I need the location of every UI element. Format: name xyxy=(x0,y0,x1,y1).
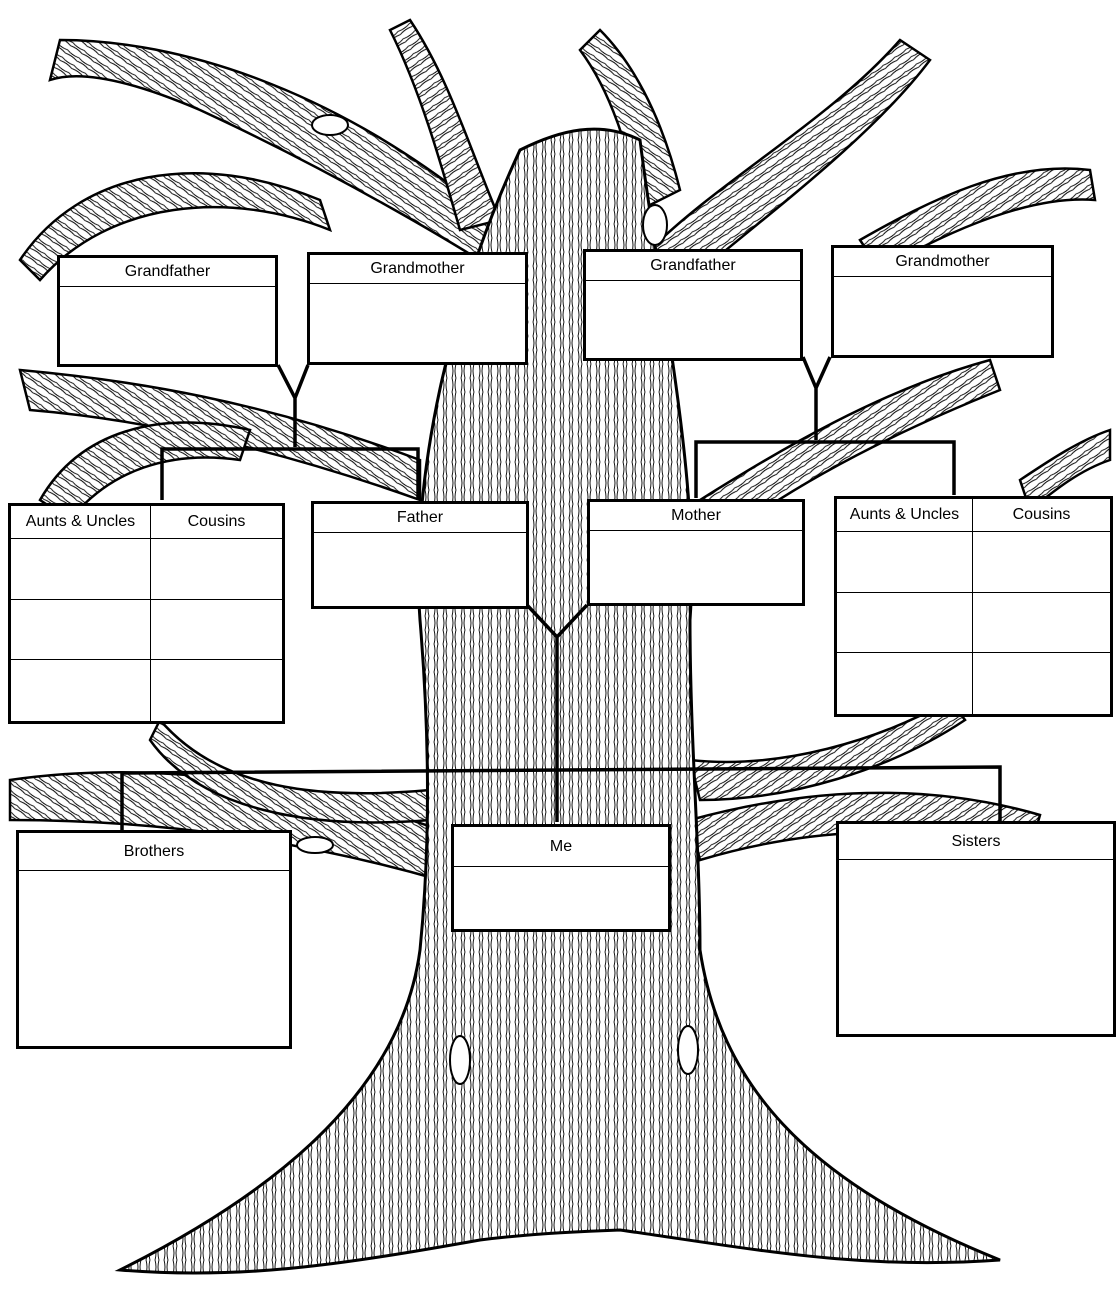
paternal-cousins-cell[interactable] xyxy=(151,660,282,721)
mother-label: Mother xyxy=(590,502,802,531)
mother-box[interactable]: Mother xyxy=(587,499,805,606)
maternal-aunts-uncles-cell[interactable] xyxy=(837,532,973,593)
paternal-grandmother-box[interactable]: Grandmother xyxy=(307,252,528,365)
maternal-aunts-uncles-cell[interactable] xyxy=(837,653,973,714)
trunk-knot xyxy=(643,205,667,245)
maternal-grandmother-label: Grandmother xyxy=(834,248,1051,277)
father-entry[interactable] xyxy=(314,533,526,606)
branch-knot xyxy=(297,837,333,853)
paternal-grandfather-entry[interactable] xyxy=(60,287,275,364)
paternal-grandfather-label: Grandfather xyxy=(60,258,275,287)
maternal-grandfather-entry[interactable] xyxy=(586,281,800,358)
brothers-label: Brothers xyxy=(19,833,289,871)
paternal-aunts-uncles-cell[interactable] xyxy=(11,600,151,661)
trunk-knot xyxy=(450,1036,470,1084)
maternal-grandfather-label: Grandfather xyxy=(586,252,800,281)
trunk-knot xyxy=(678,1026,698,1074)
sisters-box[interactable]: Sisters xyxy=(836,821,1116,1037)
sisters-entry[interactable] xyxy=(839,860,1113,1034)
maternal-cousins-cell[interactable] xyxy=(973,653,1110,714)
maternal-cousins-header: Cousins xyxy=(973,499,1110,532)
mother-entry[interactable] xyxy=(590,531,802,603)
me-entry[interactable] xyxy=(454,867,668,929)
father-label: Father xyxy=(314,504,526,533)
maternal-aunts-uncles-header: Aunts & Uncles xyxy=(837,499,973,532)
paternal-cousins-cell[interactable] xyxy=(151,600,282,661)
paternal-cousins-header: Cousins xyxy=(151,506,282,539)
paternal-grandmother-entry[interactable] xyxy=(310,284,525,362)
branch-knot xyxy=(312,115,348,135)
me-box[interactable]: Me xyxy=(451,824,671,932)
paternal-aunts-uncles-cell[interactable] xyxy=(11,539,151,600)
sisters-label: Sisters xyxy=(839,824,1113,860)
maternal-cousins-cell[interactable] xyxy=(973,532,1110,593)
paternal-relatives-table: Aunts & Uncles Cousins xyxy=(8,503,285,724)
brothers-box[interactable]: Brothers xyxy=(16,830,292,1049)
maternal-relatives-table: Aunts & Uncles Cousins xyxy=(834,496,1113,717)
brothers-entry[interactable] xyxy=(19,871,289,1046)
me-label: Me xyxy=(454,827,668,867)
maternal-grandmother-box[interactable]: Grandmother xyxy=(831,245,1054,358)
paternal-grandfather-box[interactable]: Grandfather xyxy=(57,255,278,367)
maternal-grandfather-box[interactable]: Grandfather xyxy=(583,249,803,361)
paternal-cousins-cell[interactable] xyxy=(151,539,282,600)
father-box[interactable]: Father xyxy=(311,501,529,609)
maternal-aunts-uncles-cell[interactable] xyxy=(837,593,973,654)
maternal-grandmother-entry[interactable] xyxy=(834,277,1051,355)
maternal-cousins-cell[interactable] xyxy=(973,593,1110,654)
paternal-grandmother-label: Grandmother xyxy=(310,255,525,284)
paternal-aunts-uncles-header: Aunts & Uncles xyxy=(11,506,151,539)
paternal-aunts-uncles-cell[interactable] xyxy=(11,660,151,721)
